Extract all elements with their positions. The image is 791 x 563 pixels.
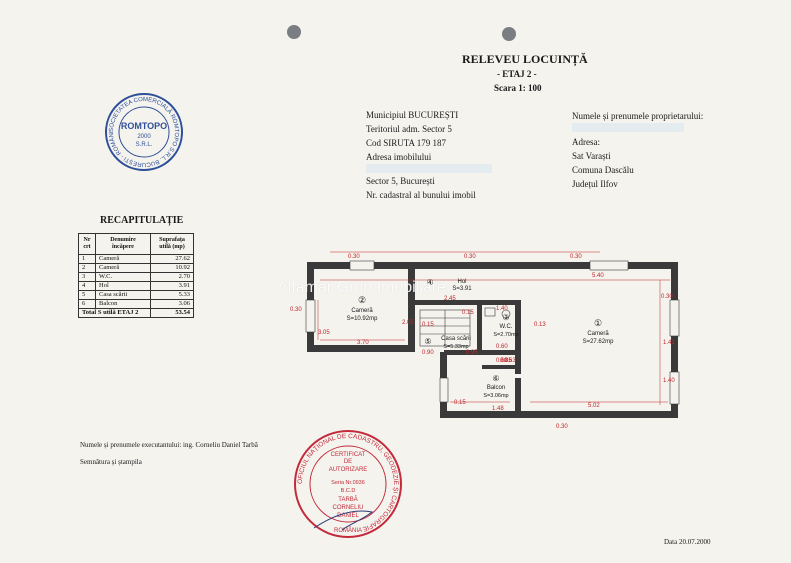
room-1-name: Cameră xyxy=(587,331,609,337)
redacted-owner xyxy=(572,123,684,132)
dim-label: 0.90 xyxy=(422,350,434,356)
dim-label: 5.40 xyxy=(592,273,604,279)
room-3-name: W.C. xyxy=(500,324,513,330)
dimension-labels: 0.30 0.30 0.30 5.40 2.45 3.70 1.40 0.15 … xyxy=(290,254,675,430)
dim-label: 1.40 xyxy=(663,378,675,384)
official-stamp-line: TARBĂ xyxy=(338,496,358,503)
dim-label: 2.45 xyxy=(444,296,456,302)
official-stamp: OFICIUL NAȚIONAL DE CADASTRU, GEODEZIE Ș… xyxy=(294,430,402,538)
official-stamp-line: DE xyxy=(344,459,352,465)
official-stamp-line: Seria Nr.0936 xyxy=(331,480,365,486)
room-2-area: S=10.92mp xyxy=(347,316,379,322)
room-4-number: ④ xyxy=(426,278,433,287)
room-5-name: Casa scării xyxy=(441,336,471,342)
dim-label: 2.05 xyxy=(402,320,414,326)
official-stamp-line: AUTORIZARE xyxy=(329,467,368,473)
owner-village: Sat Varaști xyxy=(572,151,611,161)
recap-header-row: Nr crt Denumire încăpere Suprafața utilă… xyxy=(78,233,194,255)
room-labels: ① Cameră S=27.62mp ② Cameră S=10.92mp ③ … xyxy=(347,278,615,399)
address-siruta: Cod SIRUTA 179 187 xyxy=(366,138,447,148)
dim-label: 0.30 xyxy=(348,254,360,260)
company-stamp-name: ROMTOPO xyxy=(121,121,167,131)
owner-commune: Comuna Dascălu xyxy=(572,165,634,175)
room-1-area: S=27.62mp xyxy=(583,339,615,345)
company-stamp-year: 2000 xyxy=(137,134,151,140)
dim-label: 1.48 xyxy=(492,406,504,412)
address-municipality: Municipiul BUCUREȘTI xyxy=(366,110,459,120)
owner-label: Numele și prenumele proprietarului: xyxy=(572,111,704,121)
dim-label: 1.41 xyxy=(663,340,675,346)
dim-label: 0.30 xyxy=(570,254,582,260)
dim-label: 0.30 xyxy=(290,307,302,313)
official-stamp-line: ROMÂNIA xyxy=(334,527,362,534)
room-6-number: ⑥ xyxy=(492,374,499,383)
official-stamp-line: B.C.D xyxy=(341,488,356,494)
room-5-number: ⑤ xyxy=(424,337,431,346)
scale-label: Scara 1: 100 xyxy=(494,83,542,93)
company-stamp-suffix: S.R.L. xyxy=(136,142,153,148)
dim-label: 5.02 xyxy=(588,403,600,409)
room-4-name: Hol xyxy=(457,279,466,285)
stairs xyxy=(419,309,471,347)
document-date: Data 20.07.2000 xyxy=(664,538,711,546)
redacted-address xyxy=(366,164,492,173)
document-title: RELEVEU LOCUINȚĂ xyxy=(462,52,588,66)
recap-title: RECAPITULAȚIE xyxy=(100,215,184,226)
official-stamp-line: CERTIFICAT xyxy=(331,452,366,458)
address-cadastral: Nr. cadastral al bunului imobil xyxy=(366,190,476,200)
wc-fixtures xyxy=(484,307,511,319)
room-1-number: ① xyxy=(594,318,602,328)
dim-label: 0.30 xyxy=(464,254,476,260)
dim-label: 0.85 xyxy=(500,358,512,364)
punch-hole-right xyxy=(502,27,516,41)
owner-address-label: Adresa: xyxy=(572,137,600,147)
address-building: Adresa imobilului xyxy=(366,152,432,162)
dimension-lines xyxy=(317,251,670,405)
dim-label: 0.15 xyxy=(462,310,474,316)
room-5-area: S=5.33mp xyxy=(443,344,468,350)
official-stamp-line: DANIEL xyxy=(337,513,359,519)
room-3-area: S=2.70mp xyxy=(493,332,518,338)
room-2-name: Cameră xyxy=(351,308,373,314)
dim-label: 0.15 xyxy=(454,400,466,406)
executant-label: Numele și prenumele executantului: ing. … xyxy=(80,441,258,449)
dim-label: 0.30 xyxy=(661,294,673,300)
room-2-number: ② xyxy=(358,295,366,305)
official-stamp-line: CORNELIU xyxy=(332,505,363,511)
dim-label: 0.13 xyxy=(534,322,546,328)
dim-label: 0.60 xyxy=(496,344,508,350)
signature-label: Semnătura și ștampila xyxy=(80,458,142,466)
handwritten-signature xyxy=(313,510,374,531)
room-6-name: Balcon xyxy=(487,385,505,391)
address-sector: Sector 5, București xyxy=(366,176,435,186)
punch-hole-left xyxy=(287,25,301,39)
dim-label: 1.40 xyxy=(496,306,508,312)
dim-label: 0.15 xyxy=(422,322,434,328)
address-territory: Teritoriul adm. Sector 5 xyxy=(366,124,452,134)
dim-label: 0.30 xyxy=(556,424,568,430)
plan-windows xyxy=(305,260,680,405)
owner-county: Județul Ilfov xyxy=(572,179,618,189)
dim-label: 0.60 xyxy=(496,358,508,364)
recap-table: Nr crt Denumire încăpere Suprafața utilă… xyxy=(78,233,194,318)
dim-label: 0.63 xyxy=(504,358,516,364)
dim-label: 3.70 xyxy=(357,340,369,346)
dim-label: 0.95 xyxy=(466,350,478,356)
watermark-text: Alfamar Grup Imobiliare xyxy=(277,279,446,296)
floor-label: - ETAJ 2 - xyxy=(497,69,537,79)
room-3-number: ③ xyxy=(502,313,509,322)
room-6-area: S=3.06mp xyxy=(483,393,508,399)
dim-label: 3.05 xyxy=(318,330,330,336)
company-stamp: SOCIETATEA COMERCIALĂ ROMTOPO S.R.L. BUC… xyxy=(103,91,183,171)
recap-total-value: 53.54 xyxy=(150,308,194,318)
room-4-area: S=3.91 xyxy=(452,286,472,292)
